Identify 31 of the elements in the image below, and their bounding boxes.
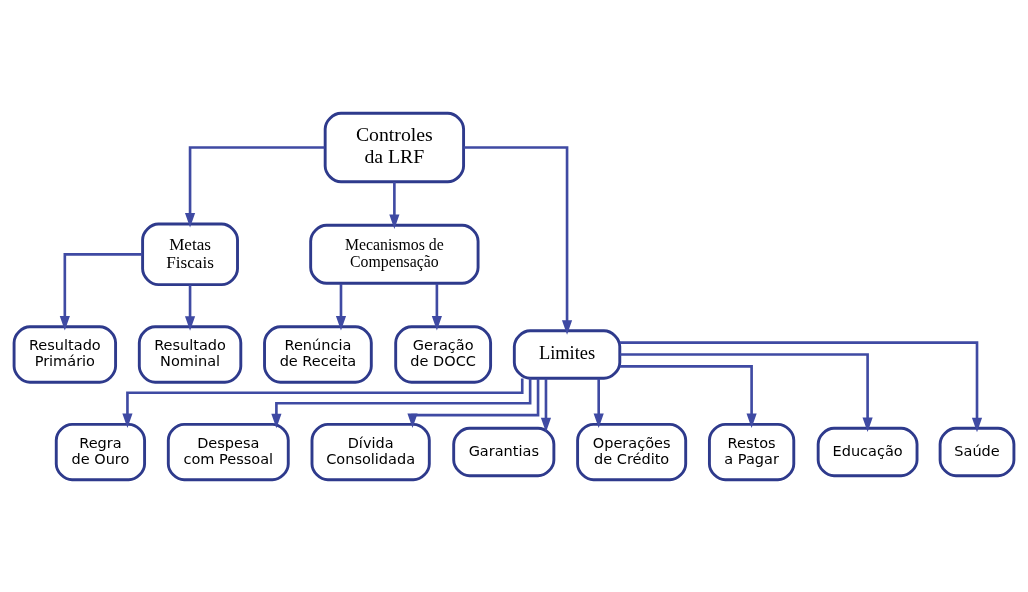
node-box: Resultado Primário <box>12 324 118 384</box>
arrow <box>271 377 532 428</box>
arrow <box>59 252 143 331</box>
node-box: Limites <box>512 328 622 380</box>
node-box: Restos a Pagar <box>707 422 796 481</box>
arrow <box>335 283 347 331</box>
node-box: Regra de Ouro <box>54 422 147 481</box>
arrow <box>540 378 552 432</box>
arrow <box>184 145 325 227</box>
arrow <box>619 340 983 432</box>
arrow <box>620 352 873 432</box>
node-box: Despesa com Pessoal <box>166 422 290 481</box>
node-box: Educação <box>816 426 919 477</box>
arrow <box>593 378 604 428</box>
node-box: Mecanismos de Compensação <box>309 223 480 285</box>
node-box: Operações de Crédito <box>576 422 688 481</box>
node-box: Saúde <box>938 426 1016 477</box>
node-box: Controles da LRF <box>323 111 466 183</box>
arrow <box>122 378 524 428</box>
arrow <box>463 145 573 335</box>
arrow <box>184 284 196 331</box>
node-box: Renúncia de Receita <box>263 324 373 384</box>
node-box: Resultado Nominal <box>137 324 243 384</box>
arrow <box>619 364 757 428</box>
node-box: Geração de DOCC <box>394 324 493 384</box>
node-box: Garantias <box>452 426 556 477</box>
node-box: Metas Fiscais <box>141 222 239 286</box>
arrow <box>431 283 442 331</box>
arrow <box>389 181 400 229</box>
arrow <box>407 377 540 428</box>
node-box: Dívida Consolidada <box>310 422 431 481</box>
